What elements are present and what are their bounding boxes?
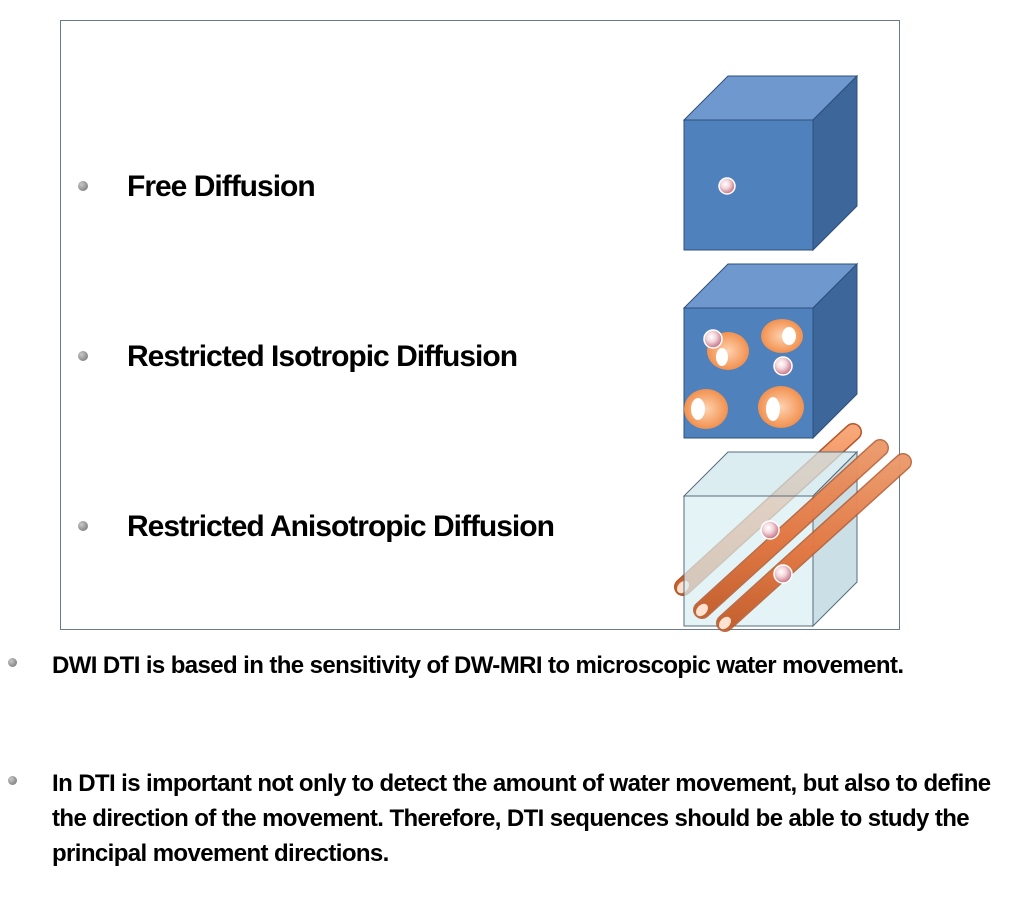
- water-molecule-icon: [773, 564, 793, 584]
- note-text: DWI DTI is based in the sensitivity of D…: [52, 652, 904, 679]
- cell-icon: [758, 386, 804, 428]
- restricted-anisotropic-cube: [674, 423, 912, 632]
- water-molecule-icon: [760, 520, 780, 540]
- restricted-anisotropic-label: Restricted Anisotropic Diffusion: [127, 510, 555, 543]
- water-molecule-icon: [718, 177, 736, 195]
- restricted-isotropic-label: Restricted Isotropic Diffusion: [127, 340, 518, 373]
- bullet-dot-icon: [78, 351, 88, 361]
- free-diffusion-label: Free Diffusion: [127, 170, 316, 203]
- diffusion-cubes-illustration: [674, 74, 912, 632]
- bullet-dot-icon: [78, 521, 88, 531]
- bullet-restricted-isotropic: Restricted Isotropic Diffusion: [61, 327, 661, 387]
- cell-icon: [703, 329, 749, 370]
- bullet-dot-icon: [8, 776, 17, 785]
- fiber-icon: [716, 453, 912, 632]
- bullet-restricted-anisotropic: Restricted Anisotropic Diffusion: [61, 497, 661, 557]
- note-text: In DTI is important not only to detect t…: [52, 770, 991, 867]
- cell-icon: [761, 319, 803, 376]
- bullet-dot-icon: [8, 658, 17, 667]
- bullet-dot-icon: [78, 181, 88, 191]
- free-diffusion-cube: [682, 74, 859, 252]
- cell-icon: [684, 389, 728, 429]
- restricted-isotropic-cube: [682, 262, 859, 440]
- fiber-icon: [693, 439, 889, 619]
- bullet-free-diffusion: Free Diffusion: [61, 157, 661, 217]
